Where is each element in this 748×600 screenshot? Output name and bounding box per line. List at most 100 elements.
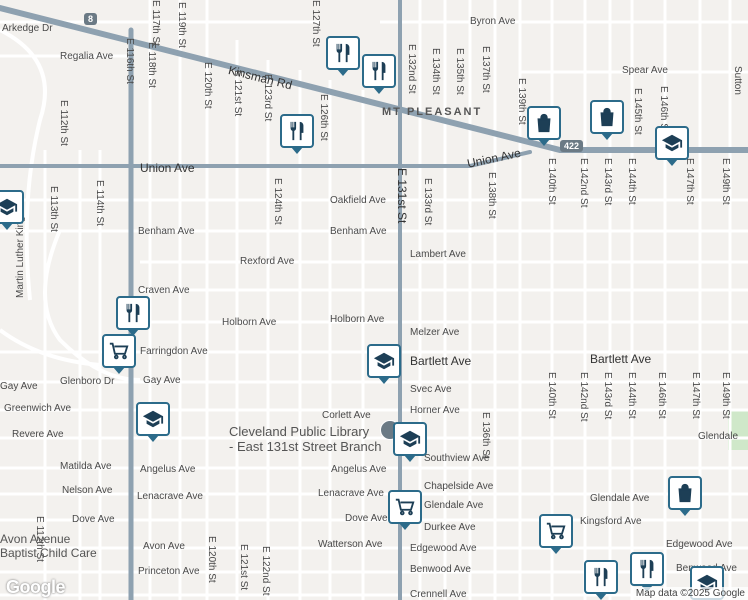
street-label: Glendale Ave (424, 500, 484, 511)
church-name-line2: Baptist Child Care (0, 546, 97, 560)
street-label: Melzer Ave (410, 327, 460, 338)
street-label: Matilda Ave (60, 461, 112, 472)
street-label: E 147th St (684, 158, 695, 205)
street-label: Rexford Ave (240, 256, 295, 267)
restaurant-icon[interactable] (280, 114, 314, 154)
street-label: Dove Ave (72, 514, 115, 525)
school-icon[interactable] (393, 422, 427, 462)
street-label: E 114th St (94, 180, 105, 226)
street-label: Princeton Ave (138, 566, 200, 577)
street-label: Glenboro Dr (60, 376, 115, 387)
street-label: Craven Ave (138, 285, 190, 296)
street-label: E 120th St (202, 62, 213, 109)
street-label: E 119th St (176, 2, 187, 48)
church-name-line1: Avon Avenue (0, 532, 71, 546)
street-label: Avon Ave (143, 541, 185, 552)
street-label: Oakfield Ave (330, 195, 386, 206)
street-label: E 136th St (480, 412, 491, 459)
street-label: E 147th St (690, 372, 701, 419)
shopping-bag-icon[interactable] (668, 476, 702, 516)
street-label: Holborn Ave (330, 314, 385, 325)
shopping-bag-icon[interactable] (590, 100, 624, 140)
street-label: E 139th St (516, 78, 527, 125)
street-label: Horner Ave (410, 405, 460, 416)
restaurant-icon[interactable] (116, 296, 150, 336)
street-label: Holborn Ave (222, 317, 277, 328)
street-label: E 133rd St (422, 178, 433, 226)
street-label: Union Ave (140, 161, 195, 175)
curved-roads (0, 28, 141, 382)
neighborhood-label: MT PLEASANT (382, 106, 483, 118)
shopping-bag-icon[interactable] (527, 106, 561, 146)
park-area (728, 410, 748, 450)
street-label: Watterson Ave (318, 539, 383, 550)
route-8-shield: 8 (84, 13, 98, 25)
library-name: Cleveland Public Library (229, 424, 370, 439)
grocery-cart-icon[interactable] (102, 334, 136, 374)
street-label: Sutton (732, 66, 743, 95)
restaurant-icon[interactable] (584, 560, 618, 600)
street-label: Southview Ave (424, 453, 490, 464)
street-label: Lenacrave Ave (137, 491, 203, 502)
street-label: Durkee Ave (424, 522, 476, 533)
street-label: Angelus Ave (331, 464, 387, 475)
street-label: E 134th St (430, 48, 441, 95)
street-label: E 142nd St (578, 372, 589, 422)
street-label: Edgewood Ave (410, 543, 477, 554)
street-label: Byron Ave (470, 16, 516, 27)
street-label: E 131st St (395, 168, 409, 224)
street-label: E 143rd St (602, 158, 613, 206)
street-label: Lenacrave Ave (318, 488, 384, 499)
street-label: E 116th St (124, 38, 135, 84)
library-branch: - East 131st Street Branch (229, 439, 382, 454)
school-icon[interactable] (136, 402, 170, 442)
street-label: E 118th St (146, 42, 157, 88)
street-label: E 126th St (318, 94, 329, 141)
street-label: Bartlett Ave (590, 352, 652, 366)
street-label: Bartlett Ave (410, 354, 472, 368)
street-label: Gay Ave (143, 375, 181, 386)
grocery-cart-icon[interactable] (539, 514, 573, 554)
street-label: E 145th St (632, 88, 643, 135)
street-label: E 146th St (656, 372, 667, 419)
street-label: Revere Ave (12, 429, 64, 440)
street-label: E 127th St (310, 0, 321, 47)
street-label: Arkedge Dr (2, 23, 53, 34)
school-icon[interactable] (0, 190, 24, 230)
restaurant-icon[interactable] (362, 54, 396, 94)
street-grid-vertical (43, 0, 732, 600)
street-label: E 140th St (546, 372, 557, 419)
street-label: Chapelside Ave (424, 481, 494, 492)
street-label: E 149th St (720, 158, 731, 205)
street-label: Svec Ave (410, 384, 452, 395)
restaurant-icon[interactable] (326, 36, 360, 76)
street-label: E 144th St (626, 372, 637, 419)
street-label: E 120th St (206, 536, 217, 583)
street-label: E 138th St (486, 172, 497, 219)
street-label: E 123rd St (262, 74, 273, 122)
street-label: E 122nd St (260, 546, 271, 596)
street-label: E 149th St (720, 372, 731, 419)
street-label: E 112th St (58, 100, 69, 146)
library-label: Cleveland Public Library - East 131st St… (229, 424, 381, 454)
street-label: Nelson Ave (62, 485, 113, 496)
street-label: E 121st St (232, 70, 243, 117)
map-attribution[interactable]: Map data ©2025 Google (632, 587, 748, 600)
street-label: Benwood Ave (410, 564, 471, 575)
street-label: E 142nd St (578, 158, 589, 208)
street-label: E 113th St (48, 186, 59, 232)
street-label: Glendale Ave (590, 493, 650, 504)
school-icon[interactable] (367, 344, 401, 384)
route-422-shield: 422 (560, 140, 584, 152)
street-label: E 137th St (480, 46, 491, 93)
school-icon[interactable] (655, 126, 689, 166)
restaurant-icon[interactable] (630, 552, 664, 592)
street-label: Edgewood Ave (666, 539, 733, 550)
street-label: E 143rd St (602, 372, 613, 420)
grocery-cart-icon[interactable] (388, 490, 422, 530)
street-label: Gay Ave (0, 381, 38, 392)
street-label: Dove Ave (345, 513, 388, 524)
street-label: Benham Ave (330, 226, 387, 237)
street-label: Benham Ave (138, 226, 195, 237)
